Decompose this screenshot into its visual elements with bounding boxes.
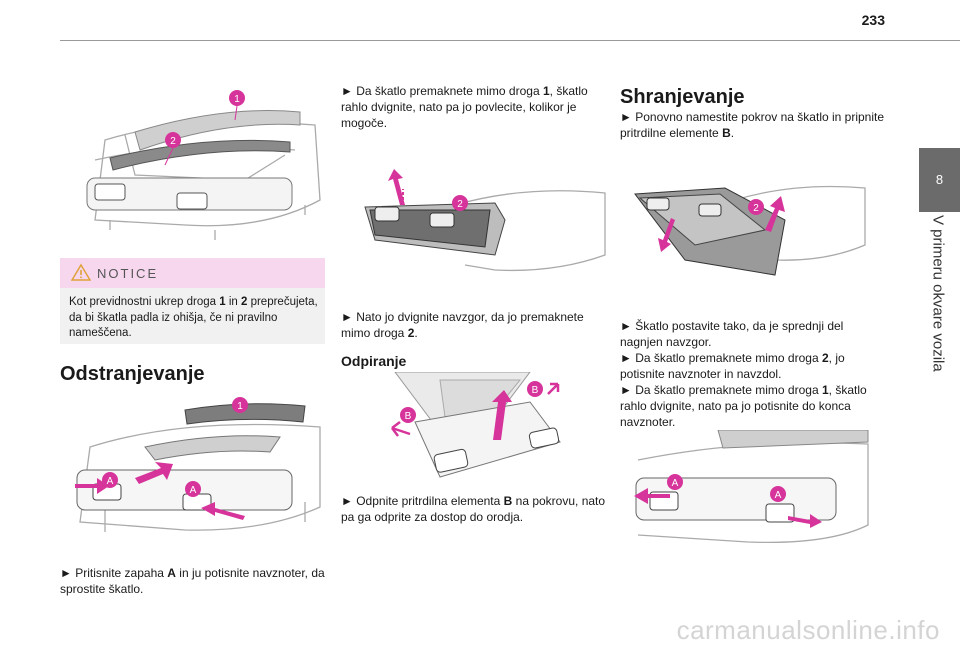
callout-a-right-label: A bbox=[190, 485, 197, 496]
figure-lift-box: 2 bbox=[364, 169, 606, 272]
callout-a-right-label: A bbox=[775, 490, 782, 501]
chapter-title: V primeru okvare vozila bbox=[929, 215, 947, 372]
callout-1-label: 1 bbox=[234, 94, 240, 105]
notice-text: Kot previdnostni ukrep droga 1 in 2 prep… bbox=[69, 296, 318, 339]
callout-a-left bbox=[102, 472, 118, 488]
callout-1 bbox=[232, 397, 248, 413]
callout-2 bbox=[452, 195, 468, 211]
notice-box: NOTICE Kot previdnostni ukrep droga 1 in… bbox=[60, 258, 325, 344]
chapter-tab[interactable]: 8 bbox=[919, 148, 960, 212]
page-number: 233 bbox=[861, 12, 885, 28]
figure-box-rods: 1 2 bbox=[86, 90, 321, 240]
heading-open: Odpiranje bbox=[341, 353, 407, 369]
figure-insert-box: 2 bbox=[634, 185, 866, 276]
callout-2-label: 2 bbox=[170, 136, 176, 147]
figure-open-lid: B B bbox=[391, 372, 561, 478]
callout-a-left-label: A bbox=[672, 478, 679, 489]
figure-lock-latches: A A bbox=[634, 430, 869, 544]
warning-icon bbox=[71, 263, 91, 281]
step-open-lid: ► Odpnite pritrdilna elementa B na pokro… bbox=[341, 494, 606, 524]
callout-2-label: 2 bbox=[753, 203, 759, 214]
step-press-latches: ► Pritisnite zapaha A in ju potisnite na… bbox=[60, 566, 325, 596]
callout-b-left-label: B bbox=[405, 411, 412, 422]
callout-2 bbox=[165, 132, 181, 148]
callout-a-right bbox=[770, 486, 786, 502]
figure-latches-a: 1 A A bbox=[75, 397, 321, 532]
header-rule bbox=[60, 40, 960, 41]
heading-removal: Odstranjevanje bbox=[60, 363, 205, 385]
callout-2 bbox=[748, 199, 764, 215]
step-store-lid: ► Ponovno namestite pokrov na škatlo in … bbox=[620, 110, 885, 140]
callout-a-left-label: A bbox=[107, 476, 114, 487]
notice-header: NOTICE bbox=[60, 258, 325, 288]
notice-title: NOTICE bbox=[97, 266, 159, 281]
step-store-tilt: ► Škatlo postavite tako, da je sprednji … bbox=[620, 319, 844, 349]
callout-1-label: 1 bbox=[237, 401, 243, 412]
callout-a-right bbox=[185, 481, 201, 497]
callout-b-right-label: B bbox=[532, 385, 539, 396]
step-move-rod-2: ► Nato jo dvignite navzgor, da jo premak… bbox=[341, 310, 584, 340]
callout-2-label: 2 bbox=[457, 199, 463, 210]
step-store-rod-2: ► Da škatlo premaknete mimo droga 2, jo … bbox=[620, 351, 845, 381]
callout-b-right bbox=[527, 381, 543, 397]
callout-a-left bbox=[667, 474, 683, 490]
watermark: carmanualsonline.info bbox=[676, 615, 940, 645]
callout-b-left bbox=[400, 407, 416, 423]
step-store-rod-1: ► Da škatlo premaknete mimo droga 1, ška… bbox=[620, 383, 867, 429]
callout-1 bbox=[229, 90, 245, 106]
step-move-rod-1: ► Da škatlo premaknete mimo droga 1, ška… bbox=[341, 84, 588, 130]
step-store-steps: ► Škatlo postavite tako, da je sprednji … bbox=[620, 318, 885, 430]
heading-storage: Shranjevanje bbox=[620, 86, 745, 108]
